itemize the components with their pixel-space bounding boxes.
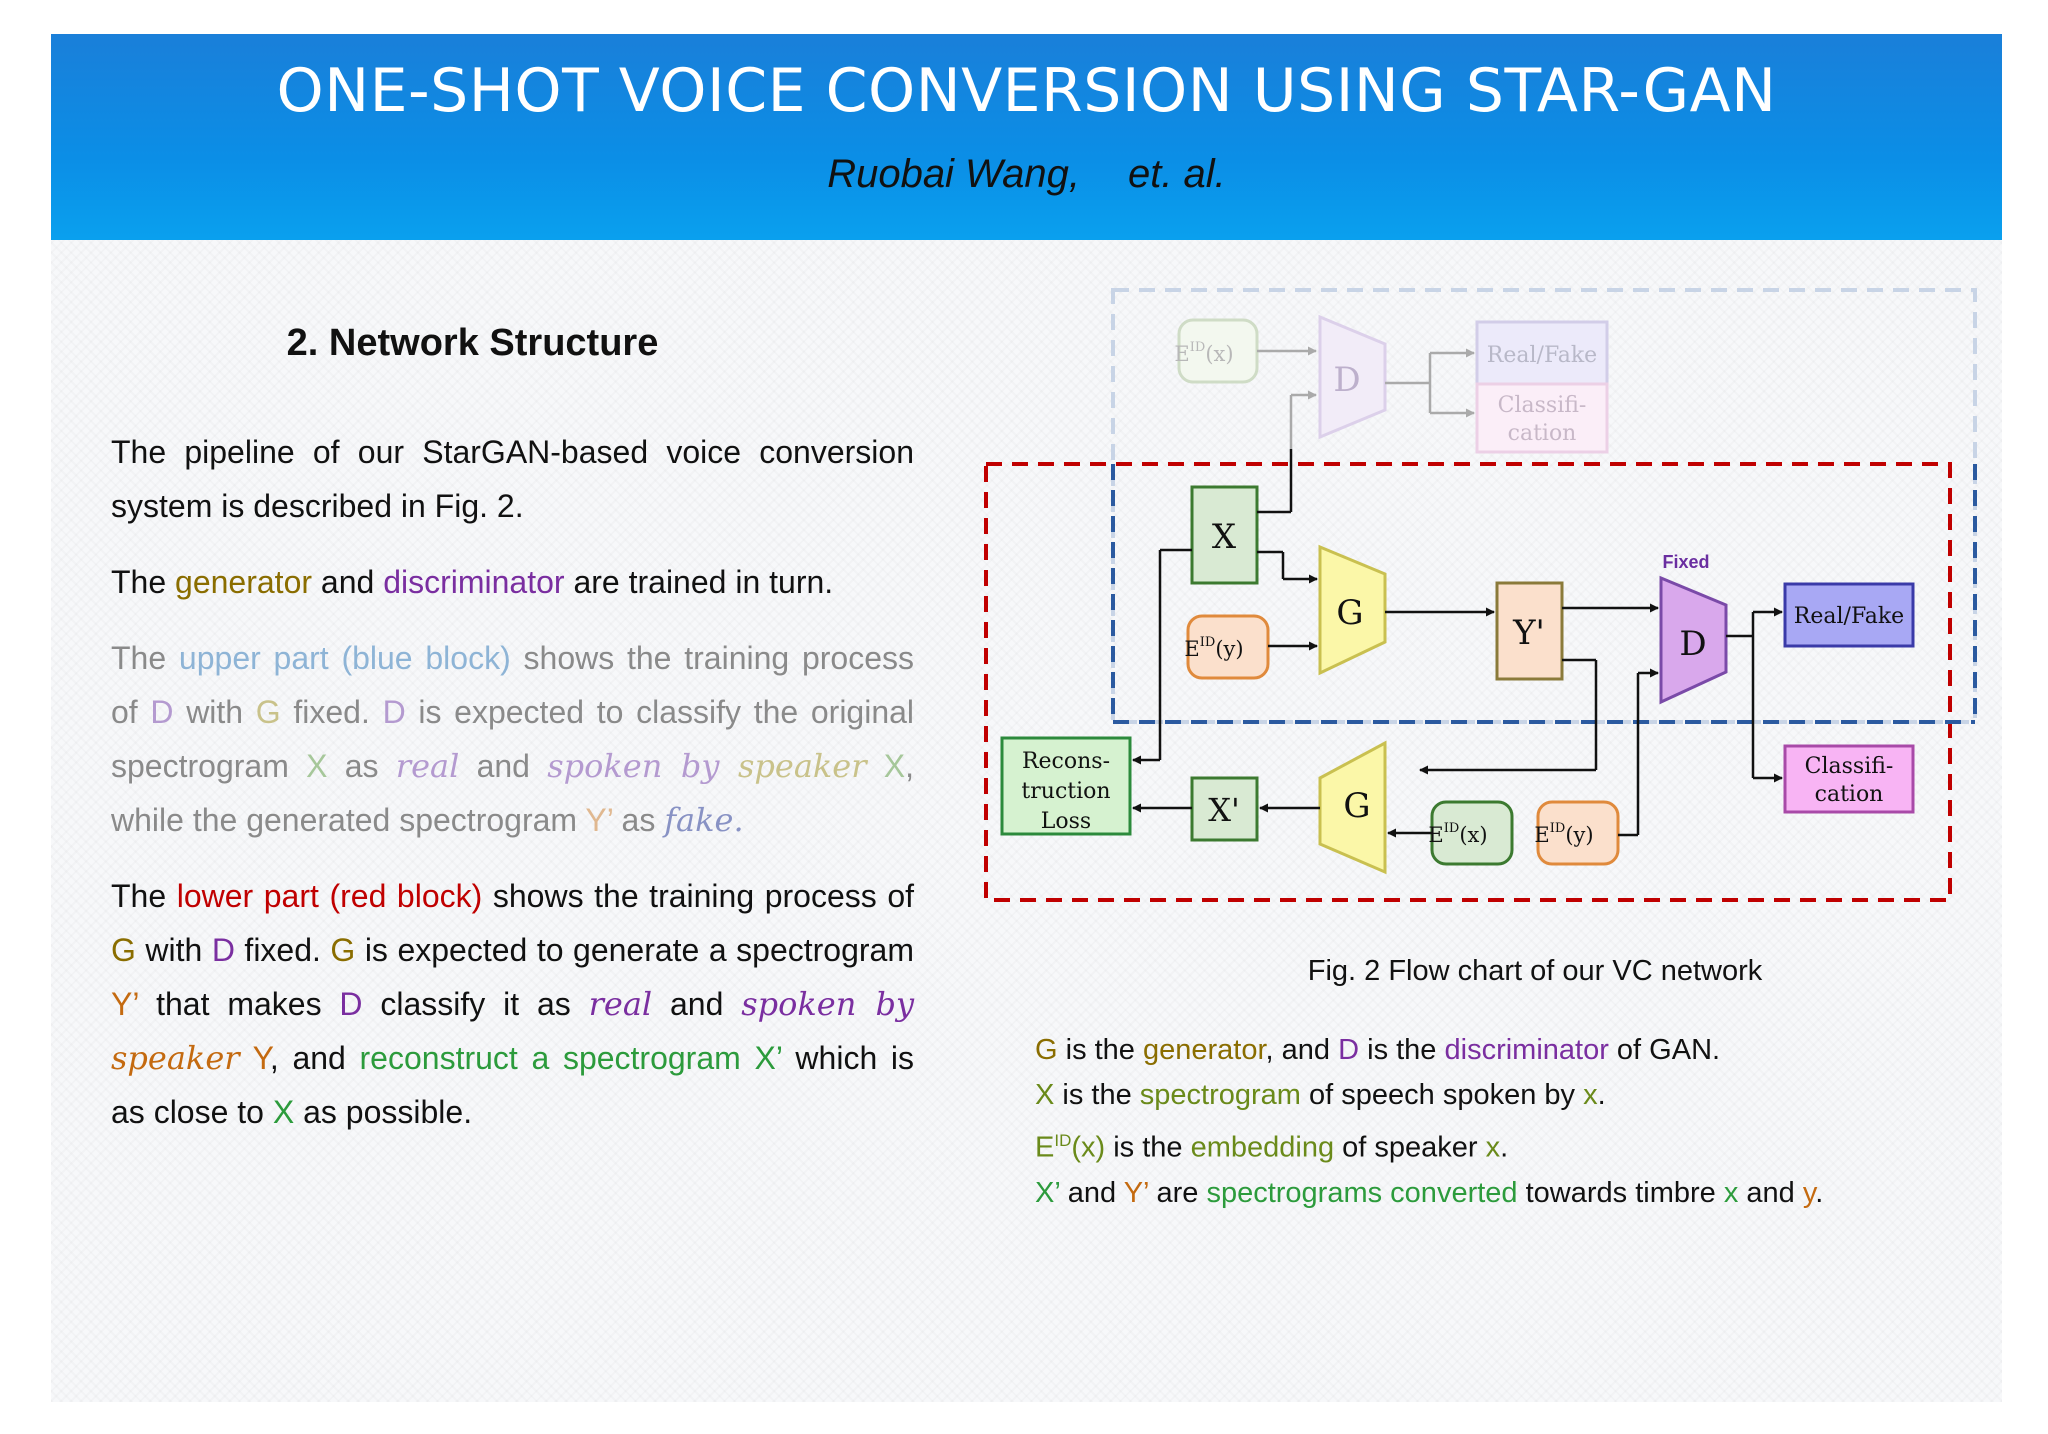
paragraph-lower-part: The lower part (red block) shows the tra… [111, 878, 915, 1130]
x-spectrogram-node [1190, 485, 1259, 585]
fixed-label: Fixed [1662, 552, 1709, 572]
term-generator: generator [175, 564, 313, 600]
svg-text:EID(x): EID(x) [1428, 821, 1487, 847]
svg-text:D: D [1679, 624, 1706, 664]
svg-text:cation: cation [1815, 782, 1884, 807]
svg-text:truction: truction [1021, 779, 1110, 804]
term-reconstruct: reconstruct a spectrogram X’ [359, 1040, 782, 1076]
top-d-label: D [1333, 360, 1360, 400]
svg-text:EID(x): EID(x) [1174, 340, 1233, 366]
svg-text:Classifi-: Classifi- [1805, 754, 1894, 779]
eid-y-node-lower [1536, 800, 1620, 866]
svg-text:cation: cation [1508, 421, 1577, 446]
svg-text:G: G [1343, 786, 1370, 826]
svg-text:Real/Fake: Real/Fake [1487, 343, 1597, 368]
term-upper-part: upper part (blue block) [178, 640, 511, 676]
figure-legend: G is the generator, and D is the discrim… [1035, 1028, 1935, 1216]
y-prime-node [1495, 581, 1564, 681]
poster-title: ONE-SHOT VOICE CONVERSION USING STAR-GAN [276, 56, 1777, 126]
svg-text:Classifi-: Classifi- [1498, 393, 1587, 418]
network-flow-diagram: EID(x) D Real/Fake Classifi- cation X G … [984, 288, 1977, 902]
svg-text:Real/Fake: Real/Fake [1794, 604, 1904, 629]
svg-text:EID(y): EID(y) [1534, 821, 1593, 847]
term-discriminator: discriminator [383, 564, 565, 600]
author-etal: et. al. [1127, 152, 1226, 196]
figure-caption: Fig. 2 Flow chart of our VC network [1307, 955, 1763, 987]
author-name: Ruobai Wang, [827, 152, 1080, 196]
paragraph-upper-part: The upper part (blue block) shows the tr… [111, 640, 915, 839]
generator-node-upper [1318, 544, 1387, 676]
svg-text:Y': Y' [1512, 613, 1545, 653]
top-classification-node [1475, 382, 1609, 454]
svg-text:Loss: Loss [1041, 809, 1091, 834]
realfake-node [1783, 582, 1915, 648]
term-lower-part: lower part (red block) [176, 878, 483, 914]
svg-text:EID(y): EID(y) [1184, 635, 1243, 661]
svg-text:X': X' [1208, 791, 1240, 829]
poster-authors: Ruobai Wang, et. al. [51, 152, 2002, 197]
paragraph-pipeline: The pipeline of our StarGAN-based voice … [111, 434, 914, 524]
svg-text:X: X [1212, 517, 1237, 557]
legend-line-generator: G is the generator, and D is the discrim… [1035, 1034, 1721, 1066]
svg-text:Recons-: Recons- [1022, 749, 1110, 774]
svg-text:G: G [1336, 593, 1363, 633]
top-realfake-node [1475, 320, 1609, 386]
red-block-border [984, 462, 1952, 902]
generator-node-lower [1318, 740, 1387, 875]
top-discriminator-node [1318, 314, 1387, 440]
legend-line-converted: X’ and Y’ are spectrograms converted tow… [1035, 1176, 1824, 1209]
classification-node [1783, 744, 1915, 814]
legend-line-spectrogram: X is the spectrogram of speech spoken by… [1035, 1079, 1606, 1111]
poster-header: ONE-SHOT VOICE CONVERSION USING STAR-GAN… [51, 34, 2002, 240]
x-prime-node [1190, 776, 1259, 842]
paragraph-training: The generator and discriminator are trai… [111, 564, 834, 600]
discriminator-node [1659, 575, 1728, 705]
legend-line-embedding: EID(x) is the embedding of speaker x. [1035, 1131, 1509, 1164]
reconstruction-loss-node [1000, 736, 1132, 836]
text-column: 2. Network Structure The pipeline of our… [111, 310, 914, 1161]
section-title: 2. Network Structure [286, 322, 659, 364]
